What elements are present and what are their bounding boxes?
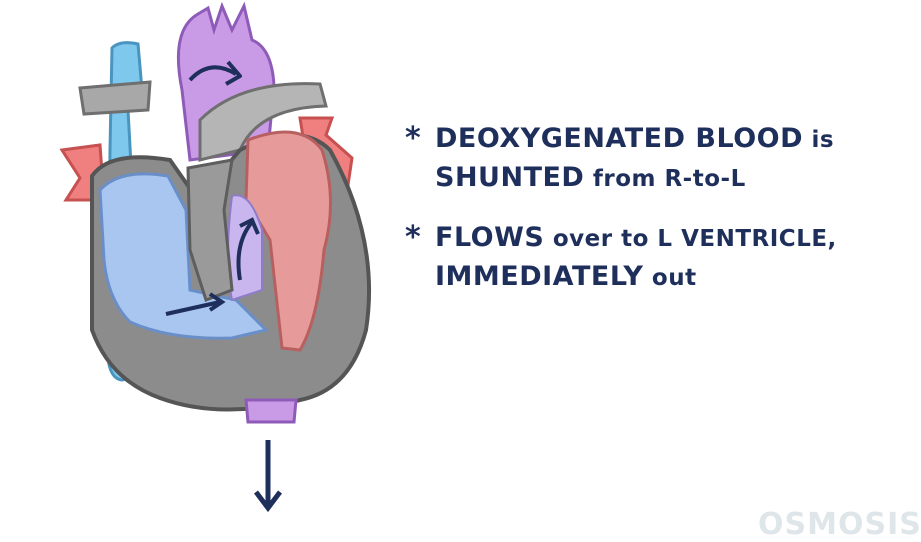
bullet-icon: * — [405, 120, 421, 157]
bullet-icon: * — [405, 219, 421, 256]
note-1-line-2: SHUNTED from R-to-L — [405, 159, 905, 198]
descending-aorta — [246, 400, 296, 422]
note-flows-left-ventricle: * FLOWS over to L VENTRICLE, IMMEDIATELY… — [405, 219, 905, 297]
note-2-line-2: IMMEDIATELY out — [405, 258, 905, 297]
note-2-line-1: FLOWS over to L VENTRICLE, — [405, 219, 905, 258]
osmosis-logo: OSMOSIS — [758, 507, 921, 542]
note-1-line-1: DEOXYGENATED BLOOD is — [405, 120, 905, 159]
pulmonary-trunk — [80, 82, 150, 114]
note-deoxygenated-shunt: * DEOXYGENATED BLOOD is SHUNTED from R-t… — [405, 120, 905, 198]
